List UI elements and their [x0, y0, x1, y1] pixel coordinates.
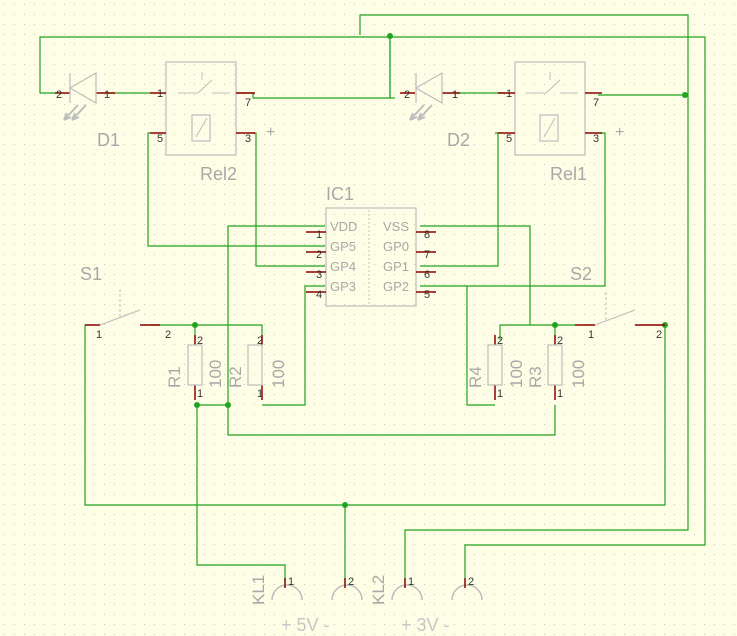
d1-pin-a: 2	[56, 89, 62, 101]
wires	[39, 14, 706, 580]
kl2-pin-2: 2	[468, 576, 474, 588]
r4-pin-1: 1	[497, 388, 503, 400]
switch-s1[interactable]: 1 2 S1	[80, 264, 171, 341]
rel1-pin-1: 1	[506, 88, 512, 100]
d2-pin-b: 1	[452, 89, 458, 101]
switch-s2[interactable]: 1 2 S2	[570, 264, 665, 341]
ic-ic1[interactable]: IC1 1 2 3 4 VDD GP5 GP4 GP3 8 7 6 5 VSS …	[306, 184, 436, 307]
d1-label: D1	[97, 130, 120, 150]
r2-label: R2	[226, 366, 245, 388]
ic1-pin-num: 4	[316, 289, 322, 301]
ic1-pin-label: VSS	[383, 219, 409, 234]
ic1-pin-num: 5	[424, 289, 430, 301]
r4-label: R4	[466, 366, 485, 388]
terminal-kl1[interactable]: 1 2 KL1 + 5V -	[249, 575, 363, 635]
ic1-pin-num: 8	[424, 229, 430, 241]
s2-label: S2	[570, 264, 592, 284]
d2-pin-a: 2	[404, 89, 410, 101]
relay-coil-icon	[539, 114, 559, 142]
rel1-plus: +	[615, 124, 624, 141]
relay-coil-icon	[191, 114, 211, 142]
ic1-pin-label: GP4	[330, 259, 356, 274]
r4-value: 100	[507, 360, 526, 388]
relay-rel2[interactable]: 1 7 5 3 + Rel2	[150, 61, 275, 184]
ic1-pin-label: GP2	[383, 279, 409, 294]
resistor-r1[interactable]: 2 1 R1 100	[165, 335, 225, 400]
kl1-pin-2: 2	[348, 576, 354, 588]
s2-pin-2: 2	[656, 329, 662, 341]
kl1-label: KL1	[249, 575, 268, 605]
ic1-pin-label: GP5	[330, 239, 356, 254]
kl2-pin-1: 1	[408, 576, 414, 588]
r3-pin-2: 2	[557, 335, 563, 347]
kl2-label: KL2	[369, 575, 388, 605]
ic1-pin-num: 7	[424, 249, 430, 261]
rel2-label: Rel2	[200, 164, 237, 184]
r2-value: 100	[269, 360, 288, 388]
s1-pin-1: 1	[96, 329, 102, 341]
rel2-pin-7: 7	[245, 97, 251, 109]
rel1-pin-3: 3	[593, 133, 599, 145]
ic1-left-pins: 1 2 3 4 VDD GP5 GP4 GP3	[306, 219, 357, 301]
kl2-voltage-label: + 3V -	[401, 615, 450, 635]
diode-d2[interactable]: 2 1 D2	[400, 71, 470, 150]
ic1-pin-num: 3	[316, 269, 322, 281]
d2-label: D2	[447, 130, 470, 150]
kl1-pin-1: 1	[288, 576, 294, 588]
r2-pin-2: 2	[257, 335, 263, 347]
ic1-pin-label: GP0	[383, 239, 409, 254]
r1-pin-2: 2	[197, 335, 203, 347]
rel1-pin-5: 5	[506, 133, 512, 145]
r4-pin-2: 2	[497, 335, 503, 347]
r3-value: 100	[569, 360, 588, 388]
ic1-pin-label: GP3	[330, 279, 356, 294]
ic1-pin-num: 6	[424, 269, 430, 281]
rel1-pin-7: 7	[593, 97, 599, 109]
rel2-pin-1: 1	[157, 88, 163, 100]
ic1-label: IC1	[326, 184, 354, 204]
relay-contact-icon	[526, 72, 578, 94]
ic1-pin-num: 1	[316, 229, 322, 241]
r3-pin-1: 1	[557, 388, 563, 400]
resistor-r2[interactable]: 2 1 R2 100	[226, 335, 288, 400]
rel2-pin-5: 5	[157, 133, 163, 145]
rel2-pin-3: 3	[245, 133, 251, 145]
terminal-kl2[interactable]: 1 2 KL2 + 3V -	[369, 575, 483, 635]
resistor-r3[interactable]: 2 1 R3 100	[526, 335, 588, 400]
s1-label: S1	[80, 264, 102, 284]
rel1-label: Rel1	[550, 164, 587, 184]
r3-label: R3	[526, 366, 545, 388]
ic1-pin-label: VDD	[330, 219, 357, 234]
s2-pin-1: 1	[588, 329, 594, 341]
r2-pin-1: 1	[257, 388, 263, 400]
kl1-voltage-label: + 5V -	[281, 615, 330, 635]
d1-pin-b: 1	[104, 89, 110, 101]
junctions	[192, 33, 688, 508]
ic1-pin-label: GP1	[383, 259, 409, 274]
ic1-pin-num: 2	[316, 249, 322, 261]
ic1-right-pins: 8 7 6 5 VSS GP0 GP1 GP2	[383, 219, 436, 301]
relay-contact-icon	[178, 72, 230, 94]
r1-pin-1: 1	[197, 388, 203, 400]
led-arrows-icon	[409, 104, 433, 121]
rel2-plus: +	[266, 124, 275, 141]
r1-value: 100	[206, 360, 225, 388]
s1-pin-2: 2	[165, 329, 171, 341]
resistor-r4[interactable]: 2 1 R4 100	[466, 335, 526, 400]
r1-label: R1	[165, 366, 184, 388]
relay-rel1[interactable]: 1 7 5 3 + Rel1	[498, 61, 624, 184]
led-arrows-icon	[63, 104, 87, 121]
diode-d1[interactable]: 2 1 D1	[55, 71, 120, 150]
